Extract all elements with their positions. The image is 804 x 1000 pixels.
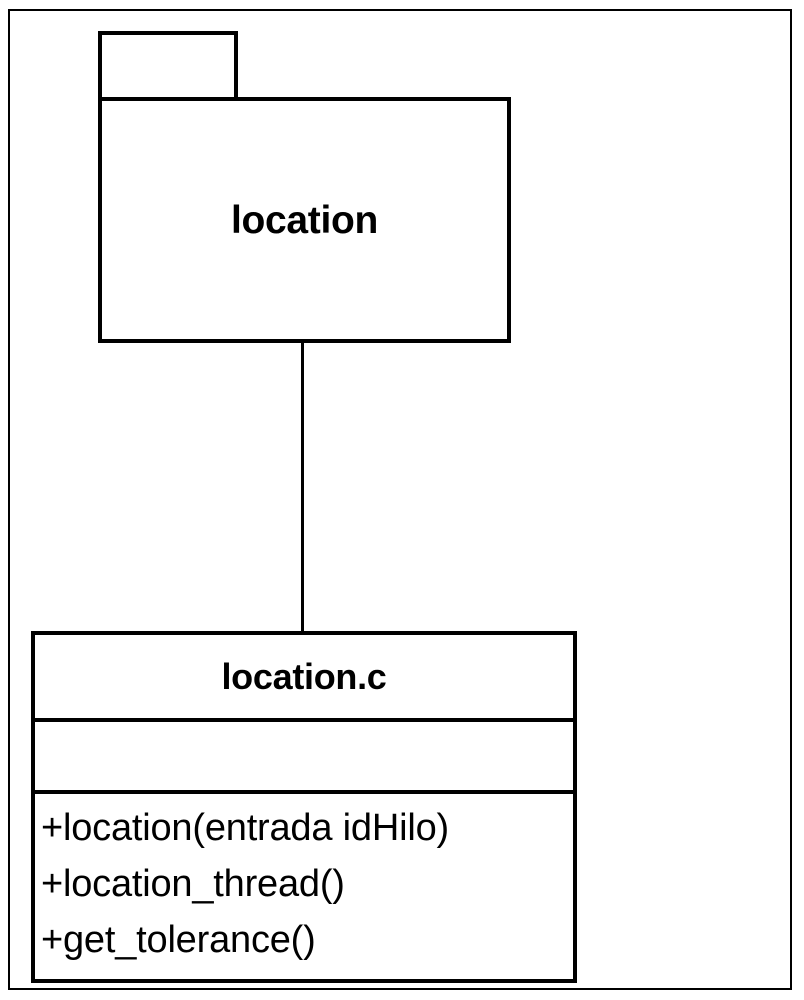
class-name-label: location.c	[221, 655, 387, 697]
class-node-location-c[interactable]: location.c +location(entrada idHilo) +lo…	[31, 631, 577, 983]
package-tab	[98, 31, 238, 99]
class-operations-compartment: +location(entrada idHilo) +location_thre…	[35, 794, 573, 979]
class-name-compartment: location.c	[35, 635, 573, 722]
class-operation-row: +get_tolerance()	[41, 919, 316, 961]
package-name-label: location	[230, 198, 379, 242]
class-attributes-compartment	[35, 722, 573, 794]
association-connector-location-to-location-c[interactable]	[301, 339, 304, 633]
diagram-border: location location.c +location(entrada id…	[8, 9, 792, 990]
class-operation-row: +location(entrada idHilo)	[41, 807, 449, 849]
package-node-location[interactable]: location	[98, 31, 511, 343]
class-operation-row: +location_thread()	[41, 863, 345, 905]
package-body: location	[98, 97, 511, 343]
